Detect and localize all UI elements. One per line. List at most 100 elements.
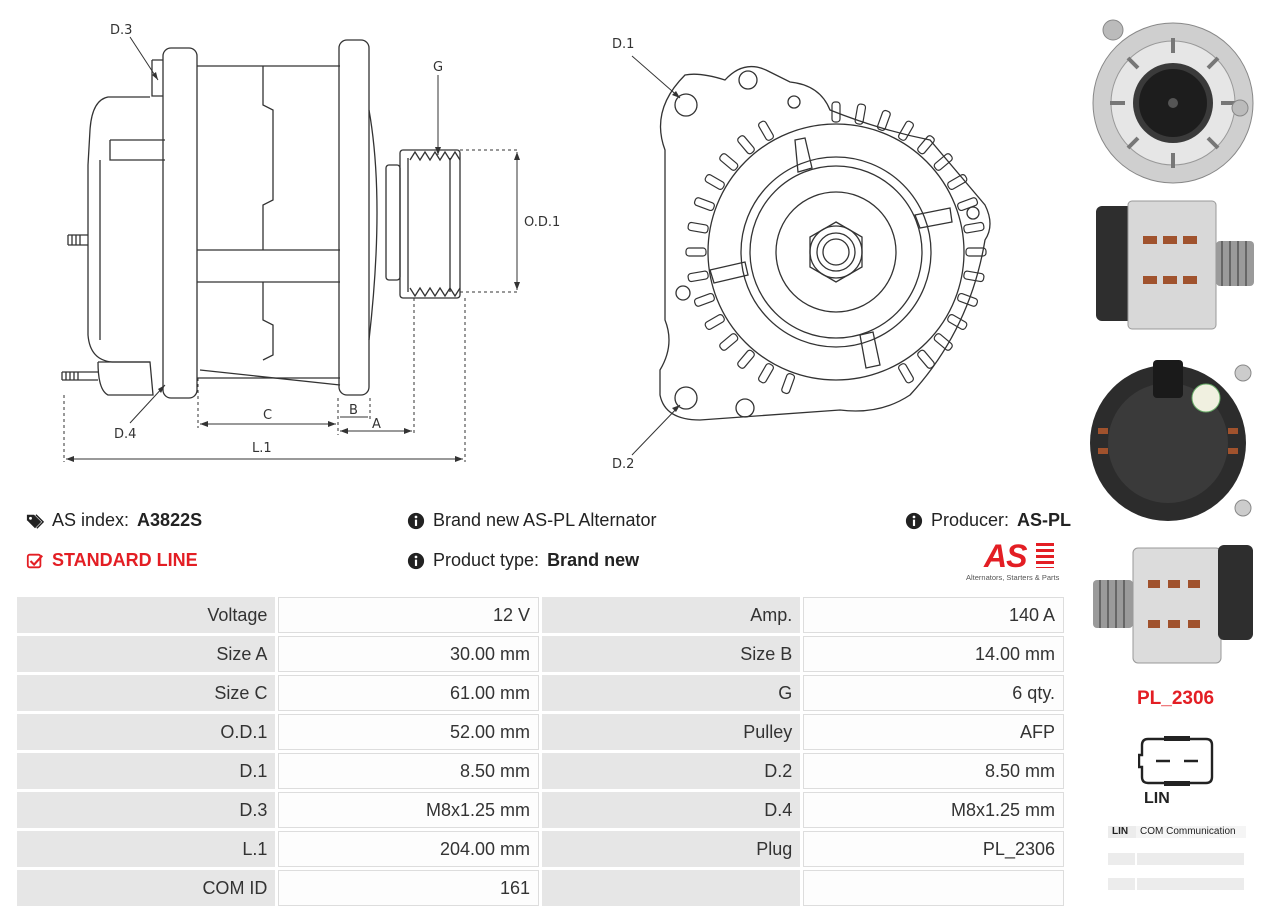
spec-value: M8x1.25 mm	[278, 792, 540, 828]
as-pl-logo: AS Alternators, Starters & Parts	[966, 540, 1068, 584]
spec-value: 8.50 mm	[803, 753, 1064, 789]
description: Brand new AS-PL Alternator	[407, 510, 656, 531]
vent-slot	[758, 120, 774, 141]
spec-value: 161	[278, 870, 540, 906]
spec-label: Pulley	[542, 714, 801, 750]
label-g: G	[433, 60, 443, 75]
spec-value	[803, 870, 1064, 906]
comm-empty-row	[1108, 878, 1244, 890]
spec-value: 30.00 mm	[278, 636, 540, 672]
vent-slot	[737, 135, 755, 155]
logo-stripes	[1036, 543, 1054, 568]
vent-slot	[957, 292, 979, 307]
vent-slot	[854, 103, 867, 125]
spec-value: AFP	[803, 714, 1064, 750]
vent-slot	[831, 101, 841, 123]
vent-slot	[704, 174, 725, 190]
product-photo-front	[1092, 19, 1254, 184]
as-index: AS index: A3822S	[26, 510, 202, 531]
spec-label: D.4	[542, 792, 801, 828]
product-type: Product type: Brand new	[407, 550, 639, 571]
spec-label: O.D.1	[17, 714, 276, 750]
spec-label: D.1	[17, 753, 276, 789]
vent-slot	[898, 120, 914, 141]
description-text: Brand new AS-PL Alternator	[433, 510, 657, 530]
producer-label: Producer:	[931, 510, 1010, 530]
plug-code: PL_2306	[1137, 688, 1215, 709]
front-view-drawing: D.1 D.2	[612, 37, 991, 472]
spec-label: Voltage	[17, 597, 276, 633]
vent-slot	[737, 349, 755, 369]
vent-slot	[947, 314, 968, 330]
spec-label	[542, 870, 801, 906]
vent-slot	[693, 292, 715, 307]
producer: Producer: AS-PL	[905, 510, 1071, 531]
spec-value: M8x1.25 mm	[803, 792, 1064, 828]
vent-slot	[693, 197, 715, 212]
spec-label: D.3	[17, 792, 276, 828]
label-l1: L.1	[252, 441, 272, 456]
vent-slot	[957, 197, 979, 212]
spec-label: Amp.	[542, 597, 801, 633]
vent-slot	[685, 247, 707, 257]
label-b: B	[349, 403, 358, 418]
spec-value: 14.00 mm	[803, 636, 1064, 672]
spec-label: G	[542, 675, 801, 711]
label-od1: O.D.1	[524, 215, 560, 230]
vent-slot	[719, 333, 739, 351]
as-index-label: AS index:	[52, 510, 130, 530]
info-icon	[905, 512, 923, 529]
tags-icon	[26, 513, 44, 529]
product-photo-side	[1096, 200, 1254, 330]
product-type-label: Product type:	[433, 550, 540, 570]
spec-value: 12 V	[278, 597, 540, 633]
plug-label: LIN	[1144, 790, 1170, 807]
spec-label: Size B	[542, 636, 801, 672]
info-icon	[407, 512, 425, 529]
comm-text: COM Communication	[1136, 826, 1246, 838]
vent-slot	[933, 333, 953, 351]
vent-slot	[963, 270, 985, 283]
vent-slot	[781, 373, 796, 395]
vent-slots	[685, 101, 987, 395]
spec-value: 61.00 mm	[278, 675, 540, 711]
spec-value: 140 A	[803, 597, 1064, 633]
label-c: C	[263, 408, 272, 423]
vent-slot	[917, 135, 935, 155]
vent-slot	[758, 363, 774, 384]
label-d2: D.2	[612, 457, 634, 472]
spec-value: PL_2306	[803, 831, 1064, 867]
spec-value: 8.50 mm	[278, 753, 540, 789]
vent-slot	[965, 247, 987, 257]
plug-connector-icon	[1138, 736, 1214, 786]
spec-label: D.2	[542, 753, 801, 789]
vent-slot	[687, 270, 709, 283]
vent-slot	[917, 349, 935, 369]
info-icon	[407, 552, 425, 569]
spec-value: 204.00 mm	[278, 831, 540, 867]
product-photo-angle	[1093, 545, 1253, 664]
standard-line: STANDARD LINE	[26, 550, 198, 571]
vent-slot	[947, 174, 968, 190]
label-d1: D.1	[612, 37, 634, 52]
spec-label: L.1	[17, 831, 276, 867]
vent-slot	[933, 153, 953, 171]
spec-label: Size C	[17, 675, 276, 711]
spec-value: 52.00 mm	[278, 714, 540, 750]
spec-label: Size A	[17, 636, 276, 672]
label-a: A	[372, 417, 381, 432]
comm-legend-row: LIN COM Communication	[1108, 826, 1246, 838]
vent-slot	[687, 221, 709, 234]
product-type-value: Brand new	[547, 550, 640, 570]
standard-line-label: STANDARD LINE	[52, 550, 198, 570]
vent-slot	[898, 363, 914, 384]
label-d4: D.4	[114, 427, 136, 442]
